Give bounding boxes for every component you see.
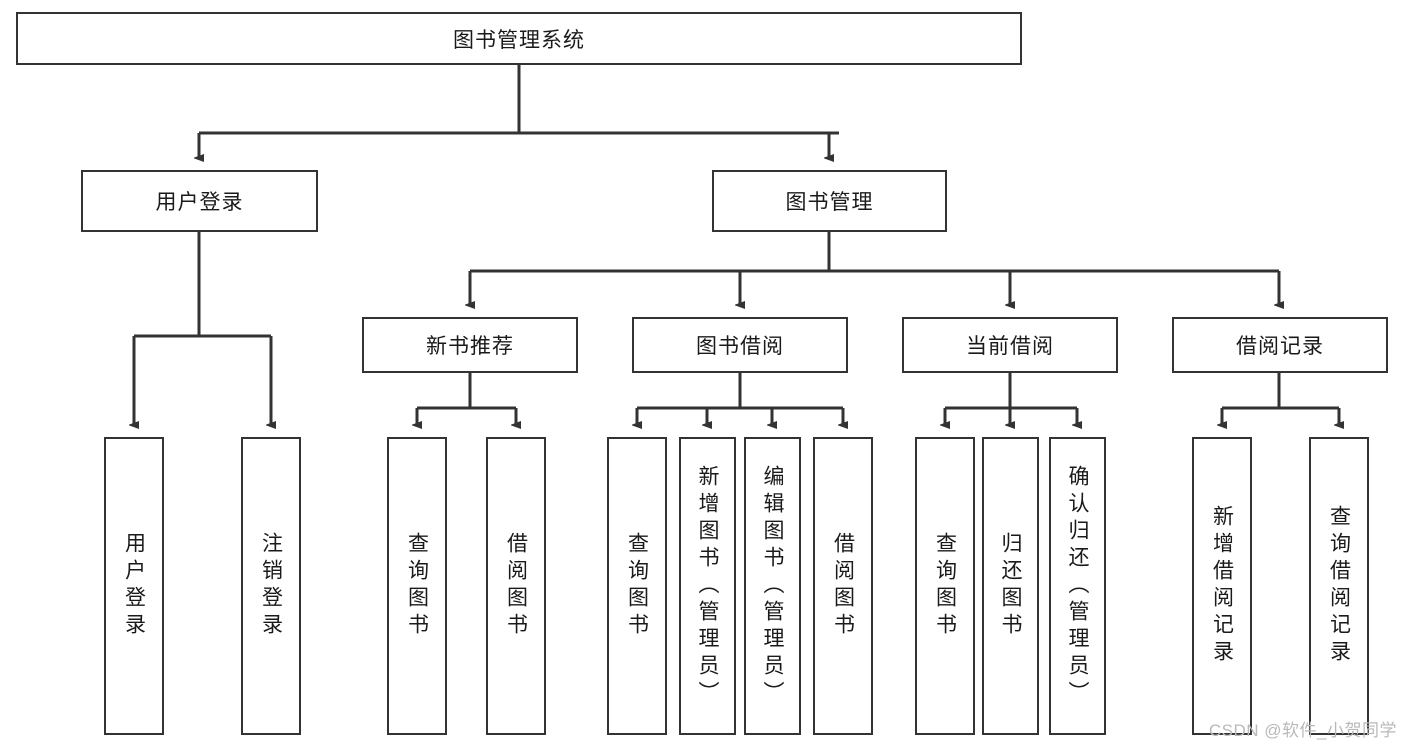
- watermark-text: CSDN @软件_小贺同学: [1208, 721, 1397, 740]
- node-new-book-recommend[interactable]: 新书推荐: [362, 317, 578, 373]
- node-user-login[interactable]: 用户登录: [81, 170, 318, 232]
- node-label: 注销登录: [259, 532, 283, 640]
- node-book-management[interactable]: 图书管理: [712, 170, 947, 232]
- node-label: 新书推荐: [426, 335, 514, 358]
- leaf-borrow-book[interactable]: 借阅图书: [813, 437, 873, 735]
- node-label: 图书借阅: [696, 335, 784, 358]
- leaf-query-book-current[interactable]: 查询图书: [915, 437, 975, 735]
- node-label: 编辑图书（管理员）: [761, 464, 784, 708]
- leaf-query-book-recommend[interactable]: 查询图书: [387, 437, 447, 735]
- node-label: 新增图书（管理员）: [696, 464, 719, 708]
- leaf-query-book-borrow[interactable]: 查询图书: [607, 437, 667, 735]
- node-label: 用户登录: [122, 532, 146, 640]
- node-current-borrow[interactable]: 当前借阅: [902, 317, 1118, 373]
- node-label: 用户登录: [155, 191, 244, 214]
- node-label: 查询借阅记录: [1327, 505, 1351, 667]
- node-label: 借阅图书: [831, 532, 855, 640]
- node-label: 查询图书: [625, 532, 649, 640]
- node-root-book-management-system[interactable]: 图书管理系统: [16, 12, 1022, 65]
- leaf-add-borrow-record[interactable]: 新增借阅记录: [1192, 437, 1252, 735]
- leaf-edit-book-admin[interactable]: 编辑图书（管理员）: [744, 437, 801, 735]
- node-label: 借阅图书: [504, 532, 528, 640]
- node-label: 查询图书: [405, 532, 429, 640]
- node-label: 查询图书: [933, 532, 957, 640]
- leaf-logout-login[interactable]: 注销登录: [241, 437, 301, 735]
- node-label: 借阅记录: [1236, 335, 1324, 358]
- leaf-add-book-admin[interactable]: 新增图书（管理员）: [679, 437, 736, 735]
- leaf-query-borrow-record[interactable]: 查询借阅记录: [1309, 437, 1369, 735]
- node-borrow-record[interactable]: 借阅记录: [1172, 317, 1388, 373]
- node-label: 归还图书: [999, 532, 1022, 640]
- node-label: 当前借阅: [966, 335, 1054, 358]
- leaf-borrow-book-recommend[interactable]: 借阅图书: [486, 437, 546, 735]
- leaf-return-book[interactable]: 归还图书: [982, 437, 1039, 735]
- leaf-confirm-return-admin[interactable]: 确认归还（管理员）: [1049, 437, 1106, 735]
- node-label: 图书管理系统: [453, 28, 585, 52]
- leaf-user-login[interactable]: 用户登录: [104, 437, 164, 735]
- node-label: 确认归还（管理员）: [1066, 464, 1089, 708]
- node-label: 新增借阅记录: [1210, 505, 1234, 667]
- node-book-borrow[interactable]: 图书借阅: [632, 317, 848, 373]
- node-label: 图书管理: [785, 191, 874, 214]
